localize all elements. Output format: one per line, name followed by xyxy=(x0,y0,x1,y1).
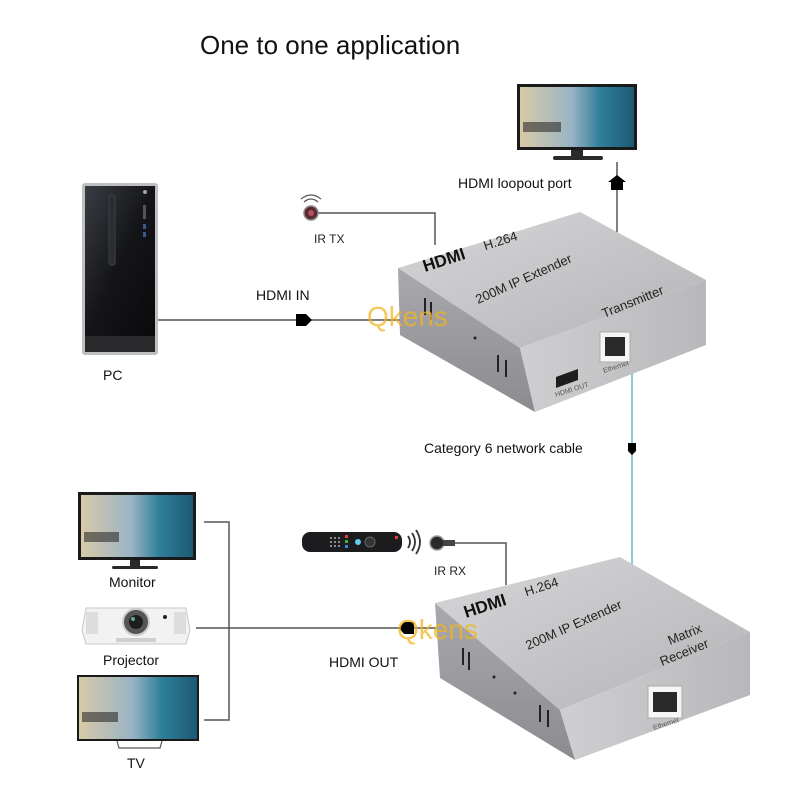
watermark-bottom: Qkens xyxy=(397,614,478,645)
tv-label: TV xyxy=(127,755,145,771)
display-bus-wire xyxy=(204,521,230,721)
pc-tower-icon xyxy=(82,183,158,355)
transmitter-device: HDMI H.264 200M IP Extender Transmitter … xyxy=(398,212,706,412)
loopout-arrow-icon xyxy=(608,175,626,190)
loopout-monitor-icon xyxy=(517,84,637,160)
projector-label: Projector xyxy=(103,652,160,668)
ir-rx-label: IR RX xyxy=(434,564,467,578)
ir-waves-icon xyxy=(407,529,421,555)
diagram-title: One to one application xyxy=(200,30,461,60)
watermark-top: Qkens xyxy=(367,301,448,332)
network-cable-label: Category 6 network cable xyxy=(424,440,583,456)
remote-control-icon xyxy=(302,532,402,552)
ir-rx-wire xyxy=(455,542,507,585)
monitor-label: Monitor xyxy=(109,574,156,590)
hdmi-in-label: HDMI IN xyxy=(256,287,310,303)
projector-icon xyxy=(81,607,191,645)
ir-tx-label: IR TX xyxy=(314,232,345,246)
receiver-device: HDMI H.264 200M IP Extender Matrix Recei… xyxy=(435,557,750,760)
network-arrow-icon xyxy=(628,443,636,455)
hdmi-out-label: HDMI OUT xyxy=(329,654,399,670)
tv-icon xyxy=(77,675,199,749)
loopout-label: HDMI loopout port xyxy=(458,175,572,191)
pc-label: PC xyxy=(103,367,123,383)
ir-rx-receiver-icon xyxy=(429,535,455,551)
ir-tx-wire xyxy=(318,212,436,245)
hdmi-out-arrow-icon xyxy=(399,622,414,634)
monitor-icon xyxy=(78,492,196,569)
ir-tx-emitter-icon xyxy=(300,194,322,221)
hdmi-in-arrow-icon xyxy=(296,314,312,326)
